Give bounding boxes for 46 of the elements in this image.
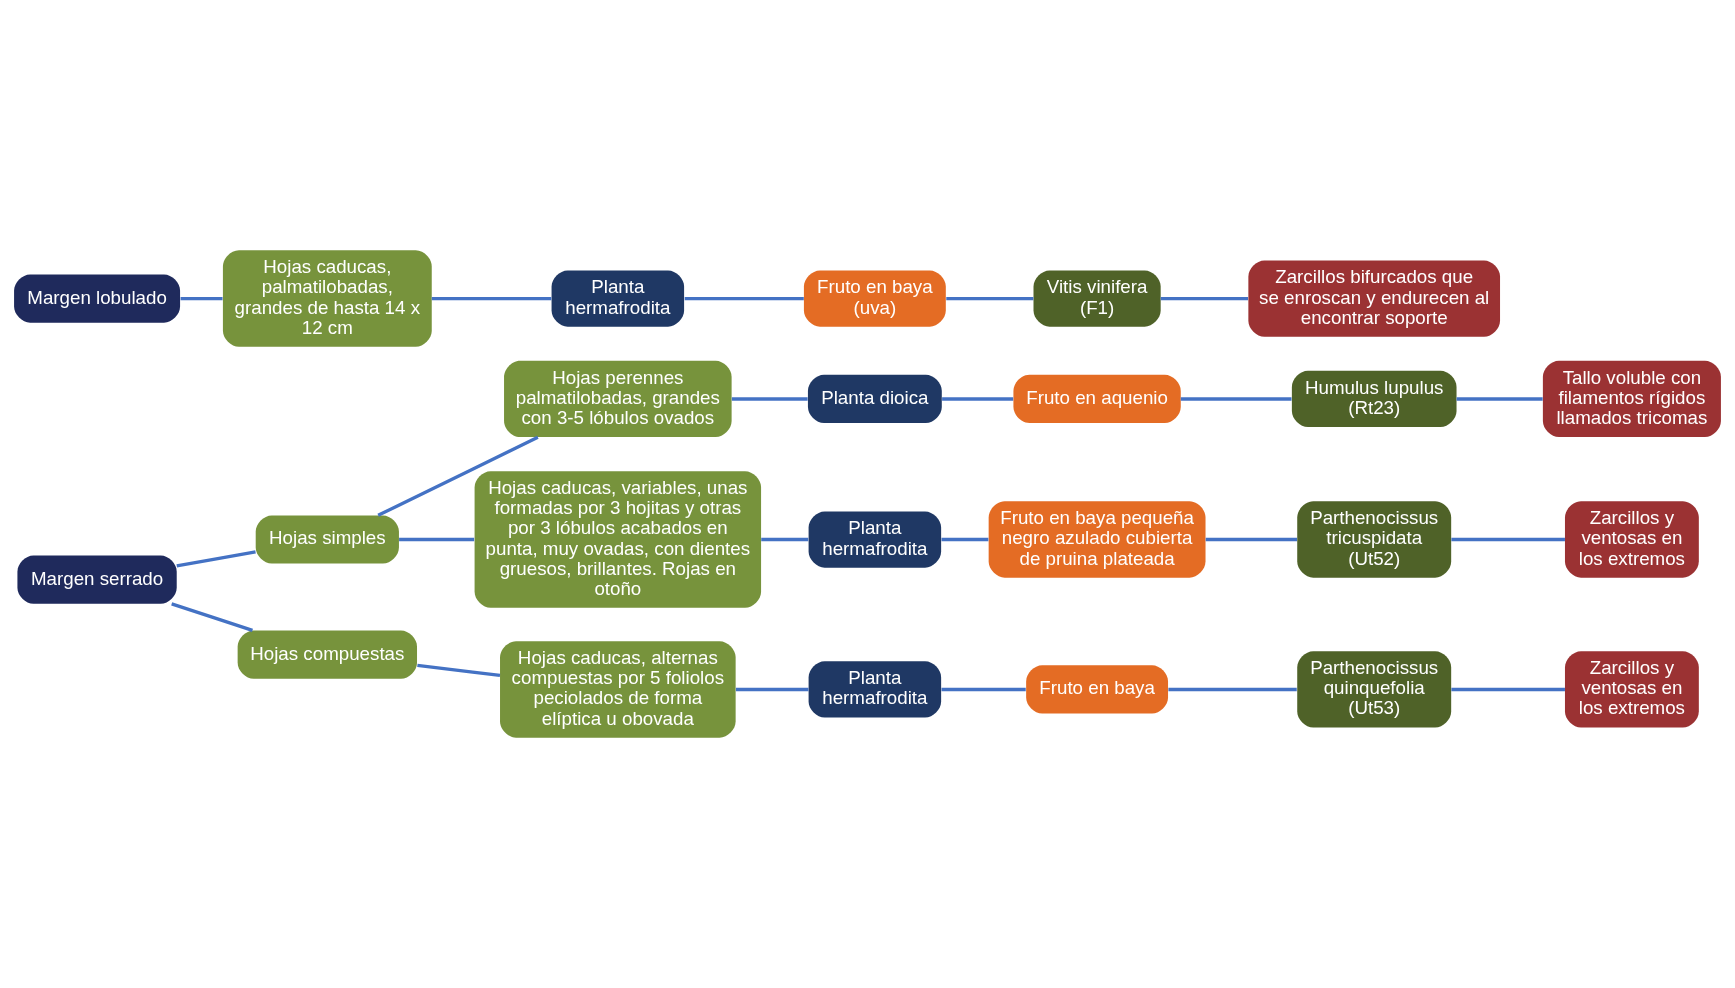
- connector: [176, 550, 256, 568]
- node-box: Planta dioica: [807, 374, 942, 424]
- node-box: Margen serrado: [17, 555, 177, 604]
- node-box: Fruto en baya pequeña negro azulado cubierta de pruina plateada: [988, 501, 1206, 578]
- node-box: Parthenocissus quinquefolia (Ut53): [1297, 651, 1452, 728]
- node-box: Fruto en aquenio: [1013, 374, 1181, 424]
- node-box: Planta hermafrodita: [808, 511, 942, 568]
- connector: [399, 537, 475, 542]
- connector: [1180, 397, 1292, 401]
- connector: [942, 397, 1014, 401]
- connector: [735, 687, 809, 692]
- connector: [1168, 687, 1297, 692]
- node-box: Hojas caducas, palmatilobadas, grandes de hasta 14 x 12 cm: [222, 250, 432, 347]
- connector: [684, 296, 804, 301]
- node-box: Tallo voluble con filamentos rígidos llamados tricomas: [1542, 360, 1721, 438]
- node-box: Hojas simples: [255, 515, 399, 564]
- node-box: Zarcillos y ventosas en los extremos: [1564, 501, 1699, 578]
- node-box: Zarcillos y ventosas en los extremos: [1564, 651, 1699, 728]
- connector: [731, 397, 808, 401]
- connector: [1451, 687, 1565, 692]
- connector: [1451, 537, 1565, 542]
- connector: [1160, 296, 1248, 301]
- connector: [941, 687, 1026, 692]
- node-box: Margen lobulado: [14, 274, 181, 323]
- connector: [1205, 537, 1298, 542]
- node-box: Planta hermafrodita: [808, 661, 942, 718]
- node-box: Fruto en baya (uva): [803, 270, 946, 327]
- connector: [761, 537, 809, 542]
- node-box: Hojas caducas, variables, unas formadas por 3 hojitas y otras por 3 lóbulos acabados en punta, muy ovadas, con dientes gruesos, brillantes. Rojas en otoño: [474, 471, 762, 608]
- connector: [1456, 397, 1543, 401]
- connector: [377, 435, 539, 517]
- node-box: Humulus lupulus (Rt23): [1291, 370, 1457, 428]
- node-box: Planta hermafrodita: [551, 270, 685, 327]
- connector: [171, 602, 253, 633]
- node-box: Hojas caducas, alternas compuestas por 5 foliolos peciolados de forma elíptica u obovada: [500, 641, 736, 738]
- node-box: Fruto en baya: [1026, 665, 1169, 714]
- node-box: Hojas perennes palmatilobadas, grandes con 3-5 lóbulos ovados: [504, 360, 732, 438]
- node-box: Vitis vinifera (F1): [1033, 270, 1161, 327]
- connector: [417, 663, 501, 678]
- node-box: Parthenocissus tricuspidata (Ut52): [1297, 501, 1452, 578]
- node-box: Zarcillos bifurcados que se enroscan y endurecen al encontrar soporte: [1248, 260, 1501, 337]
- connector: [941, 537, 989, 542]
- connector: [180, 296, 223, 301]
- node-box: Hojas compuestas: [237, 630, 417, 679]
- connector: [431, 296, 552, 301]
- connector: [946, 296, 1034, 301]
